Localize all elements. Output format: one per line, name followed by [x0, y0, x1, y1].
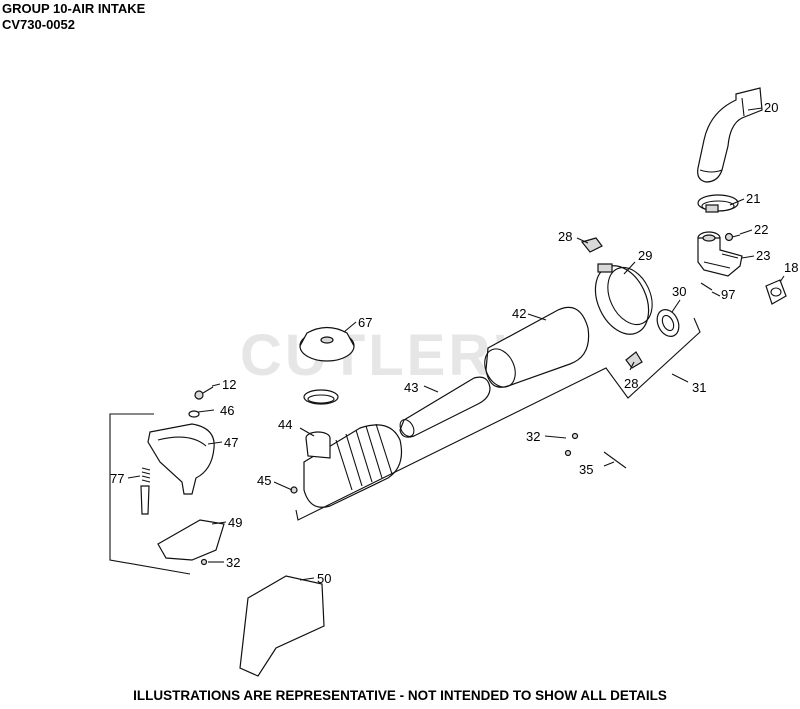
part-spring-77: [141, 467, 151, 483]
part-bracket-49: [157, 519, 225, 561]
callout-67: 67: [358, 315, 372, 330]
assembly-outline-31: [295, 317, 701, 521]
part-gasket: [765, 279, 787, 305]
callout-28b: 28: [624, 376, 638, 391]
part-bolt-12: [194, 386, 214, 400]
part-elbow-hose: [697, 87, 763, 183]
callout-12: 12: [222, 377, 236, 392]
part-intake-adapter: [697, 231, 743, 277]
part-stud: [140, 485, 150, 515]
callout-30: 30: [672, 284, 686, 299]
leader-lines: [127, 107, 785, 581]
part-air-cleaner-housing: [303, 423, 403, 508]
footer-disclaimer: ILLUSTRATIONS ARE REPRESENTATIVE - NOT I…: [133, 688, 667, 703]
callout-45: 45: [257, 473, 271, 488]
callout-49: 49: [228, 515, 242, 530]
part-rod-35: [603, 451, 627, 469]
part-mounting-band: [147, 423, 215, 495]
callout-22: 22: [754, 222, 768, 237]
callout-97: 97: [721, 287, 735, 302]
part-clip-upper: [580, 237, 603, 253]
callout-42: 42: [512, 306, 526, 321]
part-heat-shield: [239, 575, 325, 677]
part-screw-22: [724, 232, 741, 242]
assembly-outline-left: [109, 413, 191, 575]
callout-32b: 32: [226, 555, 240, 570]
part-hose-clamp-top: [697, 194, 739, 213]
part-screw-32a: [564, 449, 572, 457]
callout-18: 18: [784, 260, 798, 275]
part-precleaner-cap: [299, 326, 355, 362]
callout-31: 31: [692, 380, 706, 395]
callout-21: 21: [746, 191, 760, 206]
part-primary-filter-element: [484, 306, 590, 388]
group-title: GROUP 10-AIR INTAKE: [2, 1, 146, 16]
callout-32a: 32: [526, 429, 540, 444]
part-air-cleaner-cover: [594, 263, 653, 335]
callout-labels: 20 21 22 23 18 28 29 30 97 42 67 28 31 1…: [110, 100, 798, 586]
callout-46: 46: [220, 403, 234, 418]
part-washer-46: [188, 410, 200, 418]
callout-23: 23: [756, 248, 770, 263]
callout-29: 29: [638, 248, 652, 263]
callout-47: 47: [224, 435, 238, 450]
part-screw-32b: [200, 558, 208, 566]
callout-50: 50: [317, 571, 331, 586]
part-seal-ring: [656, 309, 680, 337]
model-number: CV730-0052: [2, 17, 75, 32]
part-screw-32c: [571, 432, 579, 440]
callout-44: 44: [278, 417, 292, 432]
part-pin-97: [700, 282, 713, 291]
callout-20: 20: [764, 100, 778, 115]
part-clip-lower: [625, 351, 643, 369]
callout-35: 35: [579, 462, 593, 477]
callout-77: 77: [110, 471, 124, 486]
part-hose-clamp-small: [303, 389, 339, 405]
part-secondary-filter-element: [399, 376, 491, 438]
callout-43: 43: [404, 380, 418, 395]
callout-28a: 28: [558, 229, 572, 244]
